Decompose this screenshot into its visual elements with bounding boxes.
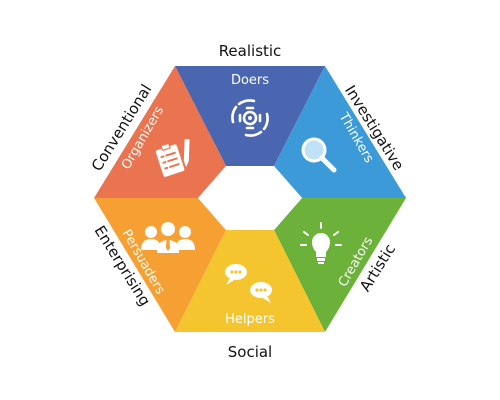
category-label-social: Social	[228, 343, 272, 361]
clipboard-pen-icon	[155, 139, 190, 177]
category-label-realistic: Realistic	[219, 42, 282, 60]
role-label-doers: Doers	[231, 73, 269, 88]
chat-bubbles-icon	[225, 264, 272, 303]
hexagon-segments	[94, 66, 406, 332]
role-label-helpers: Helpers	[225, 312, 275, 327]
segment-artistic	[274, 198, 406, 332]
team-icon	[141, 222, 195, 253]
center-hexagon	[198, 166, 302, 230]
gear-cycle-icon	[231, 99, 269, 137]
magnifier-icon	[301, 137, 337, 173]
segment-enterprising	[94, 198, 226, 332]
lightbulb-icon	[300, 222, 342, 264]
segment-conventional	[94, 66, 226, 198]
segment-investigative	[274, 66, 406, 198]
segment-social	[175, 230, 325, 332]
